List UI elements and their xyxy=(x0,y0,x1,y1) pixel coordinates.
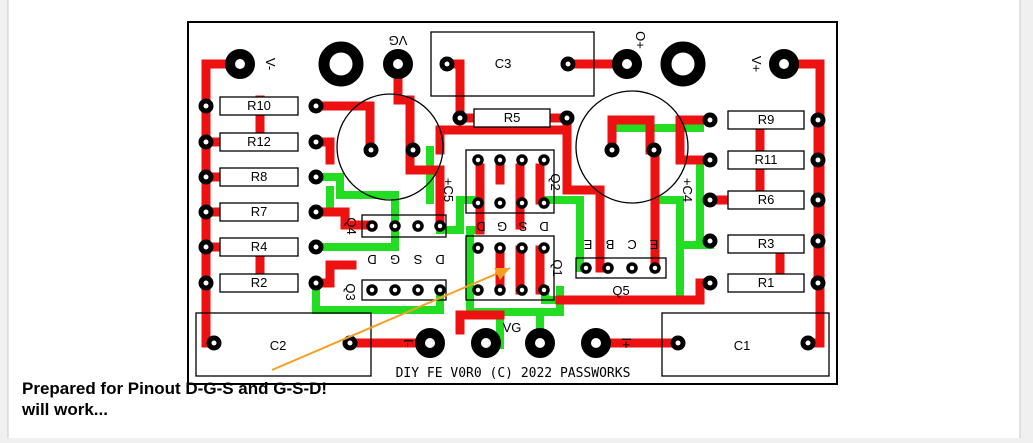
label-r7: R7 xyxy=(251,204,268,219)
annotation-line-2: will work... xyxy=(22,400,108,419)
annotation-line-1: Prepared for Pinout D-G-S and G-S-D! xyxy=(22,379,328,398)
resistor-r1 xyxy=(727,273,805,293)
q2-pin-s: S xyxy=(518,219,527,234)
transistor-q4 xyxy=(361,214,447,238)
q5-pin-e: E xyxy=(583,237,592,252)
resistor-r3 xyxy=(727,234,805,254)
label-c5: +C5 xyxy=(441,178,456,202)
resistor-r2 xyxy=(219,273,299,293)
resistor-r5 xyxy=(473,108,551,128)
transistor-q3 xyxy=(361,279,447,301)
q5-pin-b: B xyxy=(606,237,615,252)
label-in-minus: I- xyxy=(401,339,416,347)
label-vg-top: VG xyxy=(389,33,408,48)
label-q3: Q3 xyxy=(343,283,358,300)
q4-pin-d: D xyxy=(367,252,376,267)
label-r1: R1 xyxy=(758,275,775,290)
label-o-plus: O+ xyxy=(633,31,648,49)
label-r3: R3 xyxy=(758,236,775,251)
components xyxy=(195,31,830,377)
capacitor-c2 xyxy=(195,312,372,377)
resistor-r7 xyxy=(219,202,299,222)
mounting-holes xyxy=(318,41,706,87)
label-r11: R11 xyxy=(755,152,778,167)
label-q4: Q4 xyxy=(344,217,359,234)
label-v-minus: V- xyxy=(263,58,278,70)
label-c1: C1 xyxy=(734,338,751,353)
label-r9: R9 xyxy=(758,112,775,127)
resistor-r4 xyxy=(219,237,299,257)
label-q5: Q5 xyxy=(612,283,629,298)
label-r10: R10 xyxy=(247,98,271,113)
label-v-plus: V+ xyxy=(749,56,764,72)
q2-pin-d: D xyxy=(476,219,485,234)
capacitor-c3 xyxy=(430,31,595,97)
q2-pin-g: G xyxy=(497,219,507,234)
resistor-r10 xyxy=(219,96,299,116)
q1-pin-d: D xyxy=(539,219,548,234)
label-q1: Q1 xyxy=(550,259,565,276)
annotation-note: Prepared for Pinout D-G-S and G-S-D! wil… xyxy=(22,378,327,420)
resistor-r6 xyxy=(727,190,805,210)
q4-pin-s: S xyxy=(413,252,422,267)
capacitor-c4 xyxy=(575,90,689,204)
label-in-plus: I+ xyxy=(619,337,634,348)
q5-pin-e2: E xyxy=(649,237,658,252)
annotation-arrow xyxy=(271,267,511,371)
resistor-r8 xyxy=(219,167,299,187)
label-r5: R5 xyxy=(504,110,521,125)
resistor-r11 xyxy=(727,150,805,170)
transistor-pads xyxy=(366,154,661,296)
label-c2: C2 xyxy=(270,338,287,353)
capacitor-c1 xyxy=(661,312,830,377)
capacitor-c5 xyxy=(336,93,444,201)
label-r8: R8 xyxy=(251,169,268,184)
q4-pin-d2: D xyxy=(435,252,444,267)
q5-pin-c: C xyxy=(627,237,636,252)
connector-pads xyxy=(225,49,799,358)
label-q2: Q2 xyxy=(548,173,563,190)
label-r6: R6 xyxy=(758,192,775,207)
resistor-r9 xyxy=(727,110,805,130)
label-r2: R2 xyxy=(251,275,268,290)
pads xyxy=(198,56,826,351)
transistor-q1 xyxy=(465,235,555,301)
label-c3: C3 xyxy=(495,56,512,71)
transistor-q5 xyxy=(575,257,667,279)
resistor-r12 xyxy=(219,132,299,152)
label-vg-bottom: VG xyxy=(503,320,522,335)
label-r4: R4 xyxy=(251,239,268,254)
q4-pin-g: G xyxy=(390,252,400,267)
board-footer-text: DIY FE V0R0 (C) 2022 PASSWORKS xyxy=(396,366,631,381)
label-r12: R12 xyxy=(247,134,271,149)
label-c4: +C4 xyxy=(680,178,695,202)
transistor-q2 xyxy=(465,149,555,214)
